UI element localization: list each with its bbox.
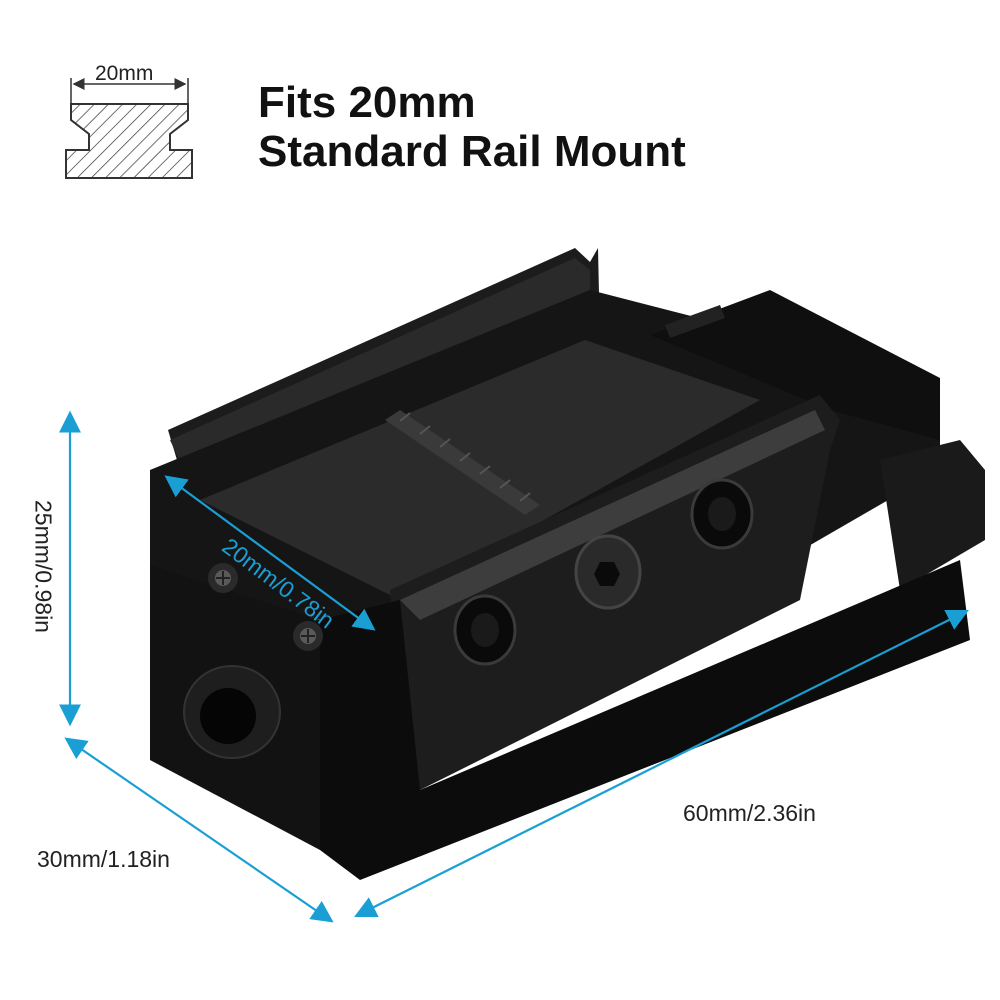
height-dimension-label: 25mm/0.98in xyxy=(30,500,57,633)
dimension-arrows xyxy=(59,410,969,923)
width-dimension-label: 30mm/1.18in xyxy=(37,846,170,872)
headline-line-2: Standard Rail Mount xyxy=(258,127,686,176)
width-arrow xyxy=(64,737,334,923)
rail-profile-label: 20mm xyxy=(95,62,154,85)
length-dimension-label: 60mm/2.36in xyxy=(683,800,816,826)
headline-line-1: Fits 20mm xyxy=(258,78,476,127)
rail-profile-diagram xyxy=(65,78,193,179)
length-arrow xyxy=(354,610,969,917)
inner-width-arrow xyxy=(164,475,376,631)
headline: Fits 20mm Standard Rail Mount xyxy=(258,78,686,176)
